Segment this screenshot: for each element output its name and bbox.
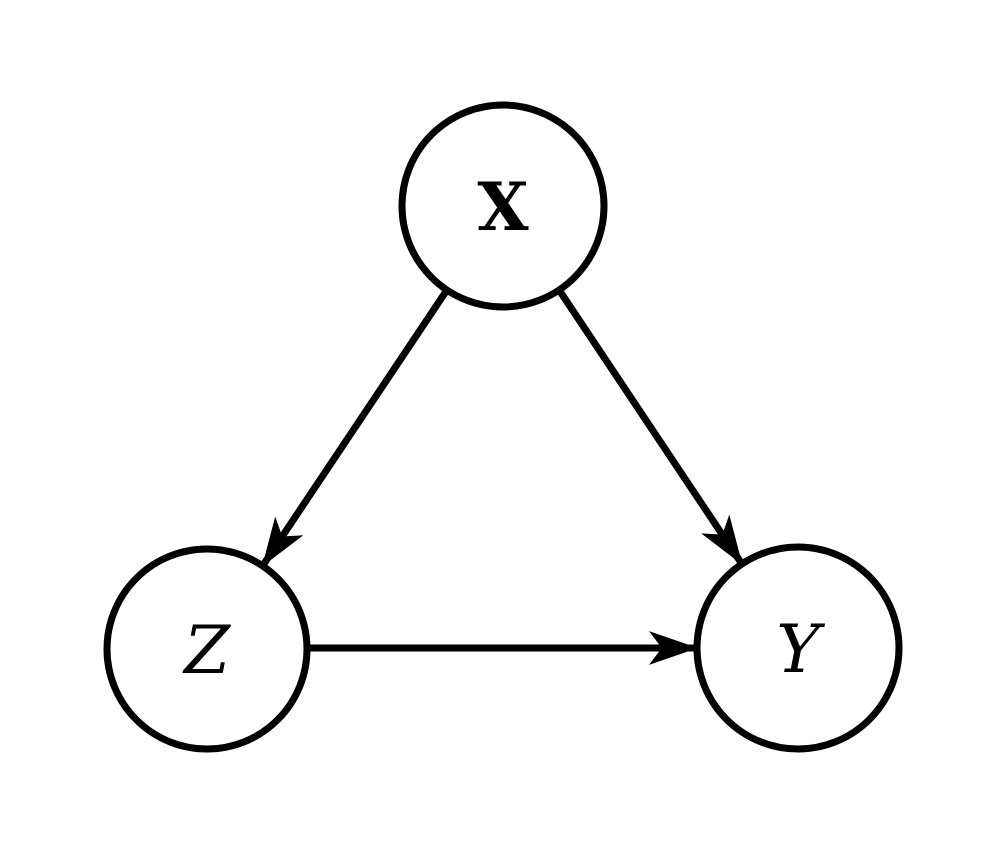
edge-x-to-y	[556, 288, 745, 566]
edge-x-to-z	[259, 288, 450, 568]
node-x-label: X	[477, 168, 529, 246]
node-z-label: Z	[182, 612, 231, 689]
node-y-label: Y	[776, 611, 825, 688]
node-x-circle	[398, 101, 608, 311]
